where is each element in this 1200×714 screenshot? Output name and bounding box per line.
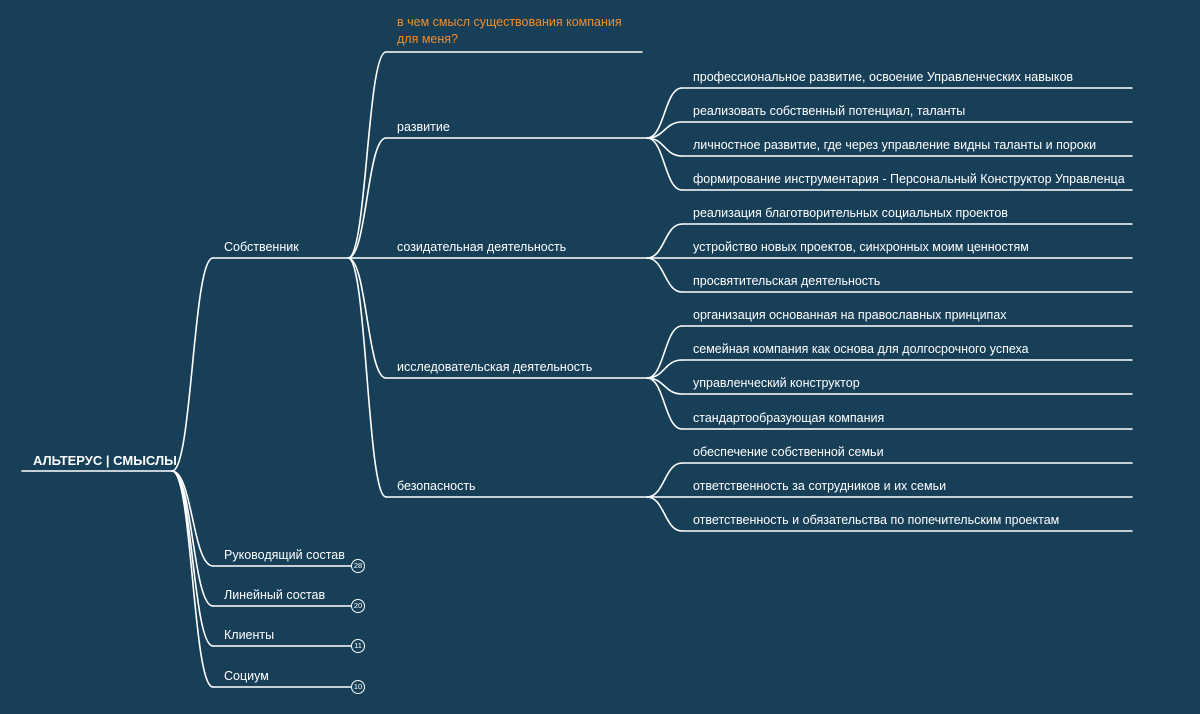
connector-owner-group [347, 137, 387, 259]
connector-group-leaf [646, 137, 683, 191]
leaf-label[interactable]: профессиональное развитие, освоение Упра… [693, 70, 1074, 84]
connector-owner-group [347, 257, 387, 379]
leaf-label[interactable]: семейная компания как основа для долгоср… [693, 342, 1029, 356]
root-node-label[interactable]: АЛЬТЕРУС | СМЫСЛЫ [33, 453, 177, 468]
node-society-label[interactable]: Социум [224, 669, 269, 683]
connector-group-leaf [646, 325, 683, 379]
connector-root-collapsed [171, 470, 214, 688]
leaf-label[interactable]: стандартообразующая компания [693, 411, 885, 425]
leaf-label[interactable]: организация основанная на православных п… [693, 308, 1007, 322]
connector-group-leaf [646, 87, 683, 139]
node-management-label[interactable]: Руководящий состав [224, 548, 345, 562]
node-creative-activity-label[interactable]: созидательная деятельность [397, 240, 567, 254]
leaf-label[interactable]: формирование инструментария - Персональн… [693, 172, 1125, 186]
connector-owner-question [347, 51, 387, 259]
connector-group-leaf [646, 462, 683, 498]
collapsed-count-badge[interactable]: 11 [351, 639, 365, 653]
connector-root-owner [171, 257, 214, 472]
node-research-activity-label[interactable]: исследовательская деятельность [397, 360, 593, 374]
connector-group-leaf [646, 359, 683, 379]
node-owner-label[interactable]: Собственник [224, 240, 299, 254]
collapsed-count-badge[interactable]: 28 [351, 559, 365, 573]
leaf-label[interactable]: личностное развитие, где через управлени… [693, 138, 1097, 152]
leaf-label[interactable]: реализовать собственный потенциал, талан… [693, 104, 966, 118]
collapsed-count-badge[interactable]: 10 [351, 680, 365, 694]
connector-root-collapsed [171, 470, 214, 647]
node-security-label[interactable]: безопасность [397, 479, 476, 493]
leaf-label[interactable]: ответственность и обязательства по попеч… [693, 513, 1060, 527]
leaf-label[interactable]: устройство новых проектов, синхронных мо… [693, 240, 1029, 254]
leaf-label[interactable]: реализация благотворительных социальных … [693, 206, 1008, 220]
connector-group-leaf [646, 377, 683, 430]
connector-group-leaf [646, 223, 683, 259]
leaf-label[interactable]: обеспечение собственной семьи [693, 445, 884, 459]
leaf-label[interactable]: управленческий конструктор [693, 376, 860, 390]
leaf-label[interactable]: просвятительская деятельность [693, 274, 881, 288]
collapsed-count-badge[interactable]: 20 [351, 599, 365, 613]
node-question-label[interactable]: в чем смысл существования компания для м… [397, 15, 622, 46]
node-development-label[interactable]: развитие [397, 120, 450, 134]
node-line-staff-label[interactable]: Линейный состав [224, 588, 326, 602]
connector-group-leaf [646, 496, 683, 532]
leaf-label[interactable]: ответственность за сотрудников и их семь… [693, 479, 947, 493]
node-clients-label[interactable]: Клиенты [224, 628, 275, 642]
connector-owner-group [347, 257, 387, 498]
connector-group-leaf [646, 257, 683, 293]
